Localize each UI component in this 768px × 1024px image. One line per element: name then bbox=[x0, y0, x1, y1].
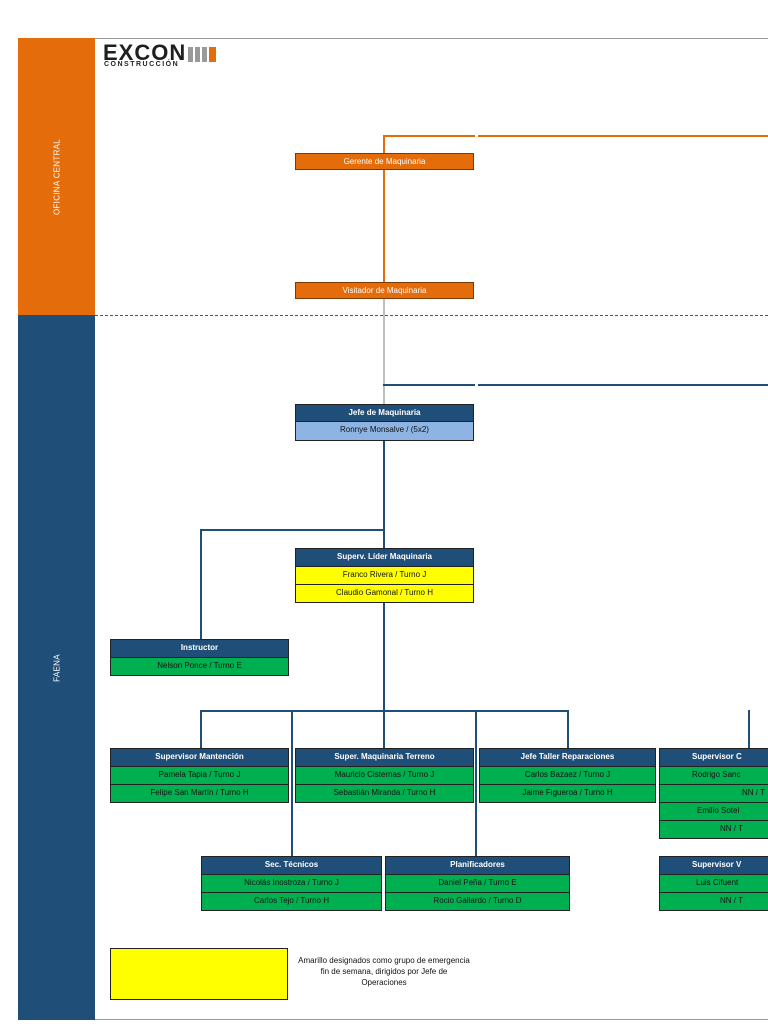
node-sup-v-row: NN / T bbox=[659, 893, 768, 911]
section-label-oficina-central: OFICINA CENTRAL bbox=[52, 138, 61, 215]
connector bbox=[478, 135, 768, 137]
node-sup-c-row: Rodrigo Sanc bbox=[659, 767, 768, 785]
node-planificadores-row: Rocio Gallardo / Turno D bbox=[385, 893, 570, 911]
section-divider bbox=[95, 315, 768, 316]
node-sec-tecnicos-row: Carlos Tejo / Turno H bbox=[201, 893, 382, 911]
section-label-faena: FAENA bbox=[52, 653, 61, 682]
connector bbox=[383, 603, 385, 748]
legend-text: Amarillo designados como grupo de emerge… bbox=[298, 956, 470, 987]
node-sup-c-title: Supervisor C bbox=[659, 748, 768, 767]
node-sup-c-row: Emilio Sotel bbox=[659, 803, 768, 821]
connector bbox=[200, 710, 569, 712]
node-sup-c-row: NN / T bbox=[659, 821, 768, 839]
node-gerente-maquinaria: Gerente de Maquinaria bbox=[295, 153, 474, 170]
logo-bars bbox=[188, 42, 217, 68]
section-oficina-central: OFICINA CENTRAL bbox=[18, 38, 95, 315]
frame-top-line bbox=[18, 38, 768, 39]
connector bbox=[200, 529, 202, 640]
node-jefe-maquinaria-title: Jefe de Maquinaria bbox=[295, 404, 474, 422]
node-jefe-taller-title: Jefe Taller Reparaciones bbox=[479, 748, 656, 767]
node-sup-terreno-row: Mauricio Cisternas / Turno J bbox=[295, 767, 474, 785]
node-visitador-maquinaria: Visitador de Maquinaria bbox=[295, 282, 474, 299]
logo-subtitle: CONSTRUCCIÓN bbox=[104, 61, 180, 68]
connector bbox=[567, 710, 569, 748]
node-jefe-maquinaria-row: Ronnye Monsalve / (5x2) bbox=[295, 422, 474, 441]
node-sup-mantencion-title: Supervisor Mantención bbox=[110, 748, 289, 767]
node-planificadores-title: Planificadores bbox=[385, 856, 570, 875]
legend-yellow-swatch bbox=[110, 948, 288, 1000]
logo-text: EXCON bbox=[103, 40, 187, 65]
node-sec-tecnicos-title: Sec. Técnicos bbox=[201, 856, 382, 875]
frame-bottom-line bbox=[18, 1019, 768, 1020]
node-sup-v-row: Luis Cifuent bbox=[659, 875, 768, 893]
node-sup-terreno-row: Sebastián Miranda / Turno H bbox=[295, 785, 474, 803]
connector bbox=[748, 710, 750, 748]
connector bbox=[383, 135, 475, 137]
connector bbox=[200, 529, 384, 531]
node-jefe-taller-row: Carlos Bazaez / Turno J bbox=[479, 767, 656, 785]
node-jefe-taller-row: Jaime Figueroa / Turno H bbox=[479, 785, 656, 803]
connector bbox=[475, 710, 477, 856]
section-faena: FAENA bbox=[18, 315, 95, 1020]
node-sec-tecnicos-row: Nicolás Inostroza / Turno J bbox=[201, 875, 382, 893]
connector bbox=[383, 384, 475, 386]
node-sup-terreno-title: Super. Maquinaria Terreno bbox=[295, 748, 474, 767]
connector bbox=[383, 298, 385, 404]
node-sup-mantencion-row: Felipe San Martín / Turno H bbox=[110, 785, 289, 803]
node-superv-lider-row: Claudio Gamonal / Turno H bbox=[295, 585, 474, 603]
node-superv-lider-title: Superv. Líder Maquinaria bbox=[295, 548, 474, 567]
node-planificadores-row: Daniel Peña / Turno E bbox=[385, 875, 570, 893]
connector bbox=[478, 384, 768, 386]
node-sup-c-row: NN / T bbox=[659, 785, 768, 803]
connector bbox=[383, 135, 385, 295]
node-instructor-row: Nelson Ponce / Turno E bbox=[110, 658, 289, 676]
logo: EXCON bbox=[103, 40, 217, 68]
node-sup-mantencion-row: Pamela Tapia / Turno J bbox=[110, 767, 289, 785]
node-superv-lider-row: Franco Rivera / Turno J bbox=[295, 567, 474, 585]
connector bbox=[291, 710, 293, 856]
connector bbox=[383, 441, 385, 549]
node-instructor-title: Instructor bbox=[110, 639, 289, 658]
connector bbox=[200, 710, 202, 748]
node-sup-v-title: Supervisor V bbox=[659, 856, 768, 875]
